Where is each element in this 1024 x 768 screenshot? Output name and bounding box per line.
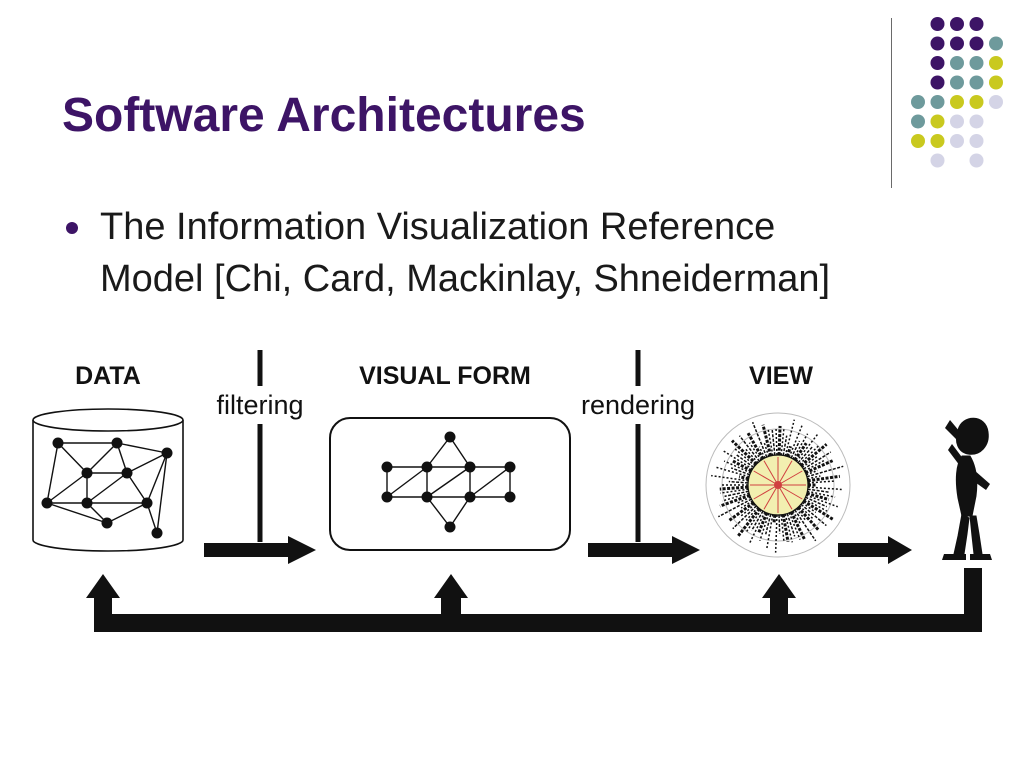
view-radial-rays	[711, 419, 844, 553]
process-label-filtering: filtering	[216, 390, 303, 420]
data-store-icon	[32, 408, 184, 552]
bullet-point-icon	[66, 222, 78, 234]
stage-label-view: VIEW	[749, 362, 813, 390]
stage-label-data: DATA	[75, 362, 141, 390]
user-thinking-figure-icon	[942, 417, 992, 560]
arrow-data-to-visual-form	[204, 536, 316, 564]
view-radial-visualization-icon	[705, 412, 851, 558]
bullet-line-1: The Information Visualization Reference	[100, 206, 776, 248]
stage-label-visual-form: VISUAL FORM	[359, 362, 531, 390]
process-label-rendering: rendering	[581, 390, 695, 420]
decorative-divider	[891, 18, 892, 188]
view-center-spokes	[750, 457, 806, 513]
arrow-visual-form-to-view	[588, 536, 700, 564]
visual-form-icon	[329, 417, 571, 551]
slide-title: Software Architectures	[62, 89, 586, 142]
reference-model-diagram: DATA VISUAL FORM VIEW filtering renderin…	[32, 350, 992, 632]
bullet-text: The Information Visualization Reference …	[100, 201, 980, 305]
filtering-process: filtering	[204, 350, 316, 564]
decorative-dot-grid	[911, 17, 1003, 168]
bullet-line-2: Model [Chi, Card, Mackinlay, Shneiderman…	[100, 258, 831, 300]
arrow-view-to-user	[838, 536, 912, 564]
user-feedback-loop	[86, 568, 982, 632]
rendering-process: rendering	[581, 350, 700, 564]
